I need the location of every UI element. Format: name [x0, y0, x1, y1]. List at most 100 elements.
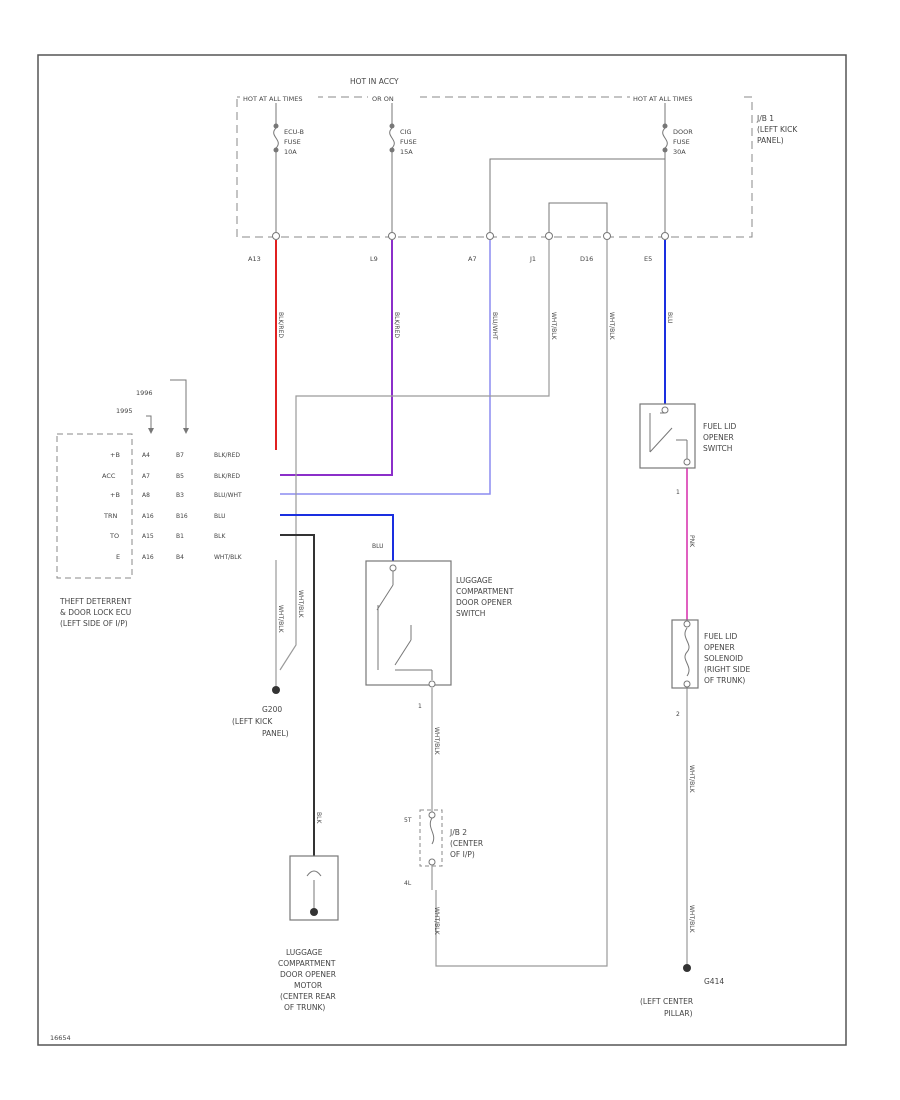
wire-a13-red [140, 240, 277, 455]
wire-to-black [140, 534, 315, 858]
luggage-switch-wire-tag: BLU [372, 543, 384, 550]
ecu-1996-pin-1: B7 [176, 452, 184, 459]
internal-jumper-j1-d16 [548, 202, 608, 232]
pin-label-a13: A13 [248, 255, 261, 263]
ecu-1995-pin-4: A16 [142, 513, 154, 520]
ecu-1995-pin-3: A8 [142, 492, 150, 499]
ecu-1996-pin-4: B16 [176, 513, 188, 520]
ecu-pin-acc: ACC [102, 472, 116, 480]
ecu-1995-pin-6: A16 [142, 554, 154, 561]
pin-label-d16: D16 [580, 255, 593, 263]
wire-label-l9: BLK/RED [393, 312, 400, 338]
ground-g200-symbol [272, 686, 280, 694]
ecu-wire-6: WHT/BLK [214, 554, 243, 561]
diagram-frame [37, 54, 847, 1046]
ecu-1996-pin-5: B1 [176, 533, 184, 540]
fuel-lid-switch: 1 FUEL LID OPENER SWITCH [639, 403, 736, 496]
jb2-name-1: J/B 2 [449, 828, 467, 837]
ecu-outline [56, 433, 133, 579]
ecu-1995-pin-2: A7 [142, 473, 150, 480]
ecu-col-head-1996: 1996 [136, 389, 153, 397]
ecu-1995-pin-5: A15 [142, 533, 154, 540]
fuel-lid-solenoid: 2 FUEL LID OPENER SOLENOID (RIGHT SIDE O… [671, 619, 751, 718]
ground-g200-name-3: PANEL) [262, 729, 289, 738]
fuse-box-name-3: PANEL) [757, 136, 784, 145]
ground-g200-name-1: G200 [262, 705, 282, 714]
wire-l9-violet [140, 240, 393, 476]
luggage-switch-name-4: SWITCH [456, 609, 485, 618]
pin-label-j1: J1 [529, 255, 536, 263]
pin-label-a7: A7 [468, 255, 477, 263]
pin-label-l9: L9 [370, 255, 378, 263]
junction-block-2: 5T 4L J/B 2 (CENTER OF I/P) [404, 809, 483, 890]
jb2-name-3: OF I/P) [450, 850, 475, 859]
fuel-solenoid-name-2: OPENER [704, 643, 735, 652]
wire-label-fuel-sol-down-2: WHT/BLK [688, 905, 695, 934]
luggage-opener-motor: LUGGAGE COMPARTMENT DOOR OPENER MOTOR (C… [278, 855, 339, 1012]
ecu-1995-pin-1: A4 [142, 452, 150, 459]
fuse-box: HOT IN ACCY HOT AT ALL TIMES OR ON HOT A… [236, 77, 798, 263]
motor-name-4: MOTOR [294, 981, 322, 990]
wire-label-d16: WHT/BLK [608, 312, 615, 341]
ecu-pin-e: E [116, 553, 120, 561]
motor-name-6: OF TRUNK) [284, 1003, 325, 1012]
luggage-switch-pin: 1 [418, 703, 422, 710]
fuse-cig: CIG FUSE 15A [389, 103, 417, 232]
ecu-pin-trn: TRN [103, 512, 117, 520]
ecu-wire-1: BLK/RED [214, 452, 240, 459]
ecu-1996-pin-2: B5 [176, 473, 184, 480]
fuse-ecu-b-label-2: FUSE [284, 138, 301, 146]
ground-g200: G200 (LEFT KICK PANEL) [232, 686, 289, 738]
ecu-1996-pin-6: B4 [176, 554, 184, 561]
fuel-solenoid-name-3: SOLENOID [704, 654, 743, 663]
wire-label-fuel-switch-down: PNK [688, 535, 695, 548]
wire-label-lug-down-2: WHT/BLK [433, 907, 440, 936]
ecu-wire-3: BLU/WHT [214, 492, 242, 499]
wire-j1-gray [279, 240, 550, 671]
ecu-name-1: THEFT DETERRENT [59, 597, 132, 606]
fuse-ecu-b-label-3: 10A [284, 148, 297, 156]
fuse-cig-label-3: 15A [400, 148, 413, 156]
figure-id: 16654 [50, 1034, 71, 1042]
jb2-outline [419, 809, 443, 867]
ecu-wire-2: BLK/RED [214, 473, 240, 480]
fuse-box-top-label-1: HOT AT ALL TIMES [243, 95, 303, 103]
wire-label-ecu-drop-2: WHT/BLK [297, 590, 304, 619]
ecu-pin-b1: +B [110, 451, 120, 459]
ecu-name-3: (LEFT SIDE OF I/P) [60, 619, 128, 628]
fuse-box-outline [236, 96, 753, 238]
fuse-cig-label-1: CIG [400, 128, 412, 136]
ground-g414-name-1: G414 [704, 977, 724, 986]
jb2-name-2: (CENTER [450, 839, 483, 848]
ecu-1996-pin-3: B3 [176, 492, 184, 499]
fuse-door: DOOR FUSE 30A [662, 103, 693, 232]
motor-name-2: COMPARTMENT [278, 959, 336, 968]
fuel-solenoid-pin: 2 [676, 711, 680, 718]
ecu-name-2: & DOOR LOCK ECU [60, 608, 131, 617]
ground-g414-name-2: (LEFT CENTER [640, 997, 693, 1006]
motor-name-3: DOOR OPENER [280, 970, 336, 979]
fuse-box-pins [272, 232, 669, 240]
luggage-switch-name-2: COMPARTMENT [456, 587, 514, 596]
ecu-pin-b2: +B [110, 491, 120, 499]
ecu-pin-to: TO [109, 532, 119, 540]
fuse-cig-label-2: FUSE [400, 138, 417, 146]
ecu-col-head-1995: 1995 [116, 407, 133, 415]
fuse-box-top-label-2: OR ON [372, 95, 394, 103]
wire-d16-gray [435, 240, 608, 967]
jb2-pin-top: 5T [404, 817, 412, 824]
motor-name-1: LUGGAGE [286, 948, 323, 957]
fuse-door-label-1: DOOR [673, 128, 693, 136]
fuse-ecu-b: ECU-B FUSE 10A [273, 103, 304, 232]
ecu-col-arrow-1995 [146, 415, 152, 432]
motor-name-5: (CENTER REAR [280, 992, 336, 1001]
ecu-wire-4: BLU [214, 513, 226, 520]
fuse-door-label-3: 30A [673, 148, 686, 156]
fuse-ecu-b-label-1: ECU-B [284, 128, 304, 136]
fuel-switch-name-2: OPENER [703, 433, 734, 442]
wire-label-a13: BLK/RED [277, 312, 284, 338]
wire-label-lug-down: WHT/BLK [433, 727, 440, 756]
fuel-solenoid-name-1: FUEL LID [704, 632, 737, 641]
luggage-switch-box [365, 560, 452, 686]
